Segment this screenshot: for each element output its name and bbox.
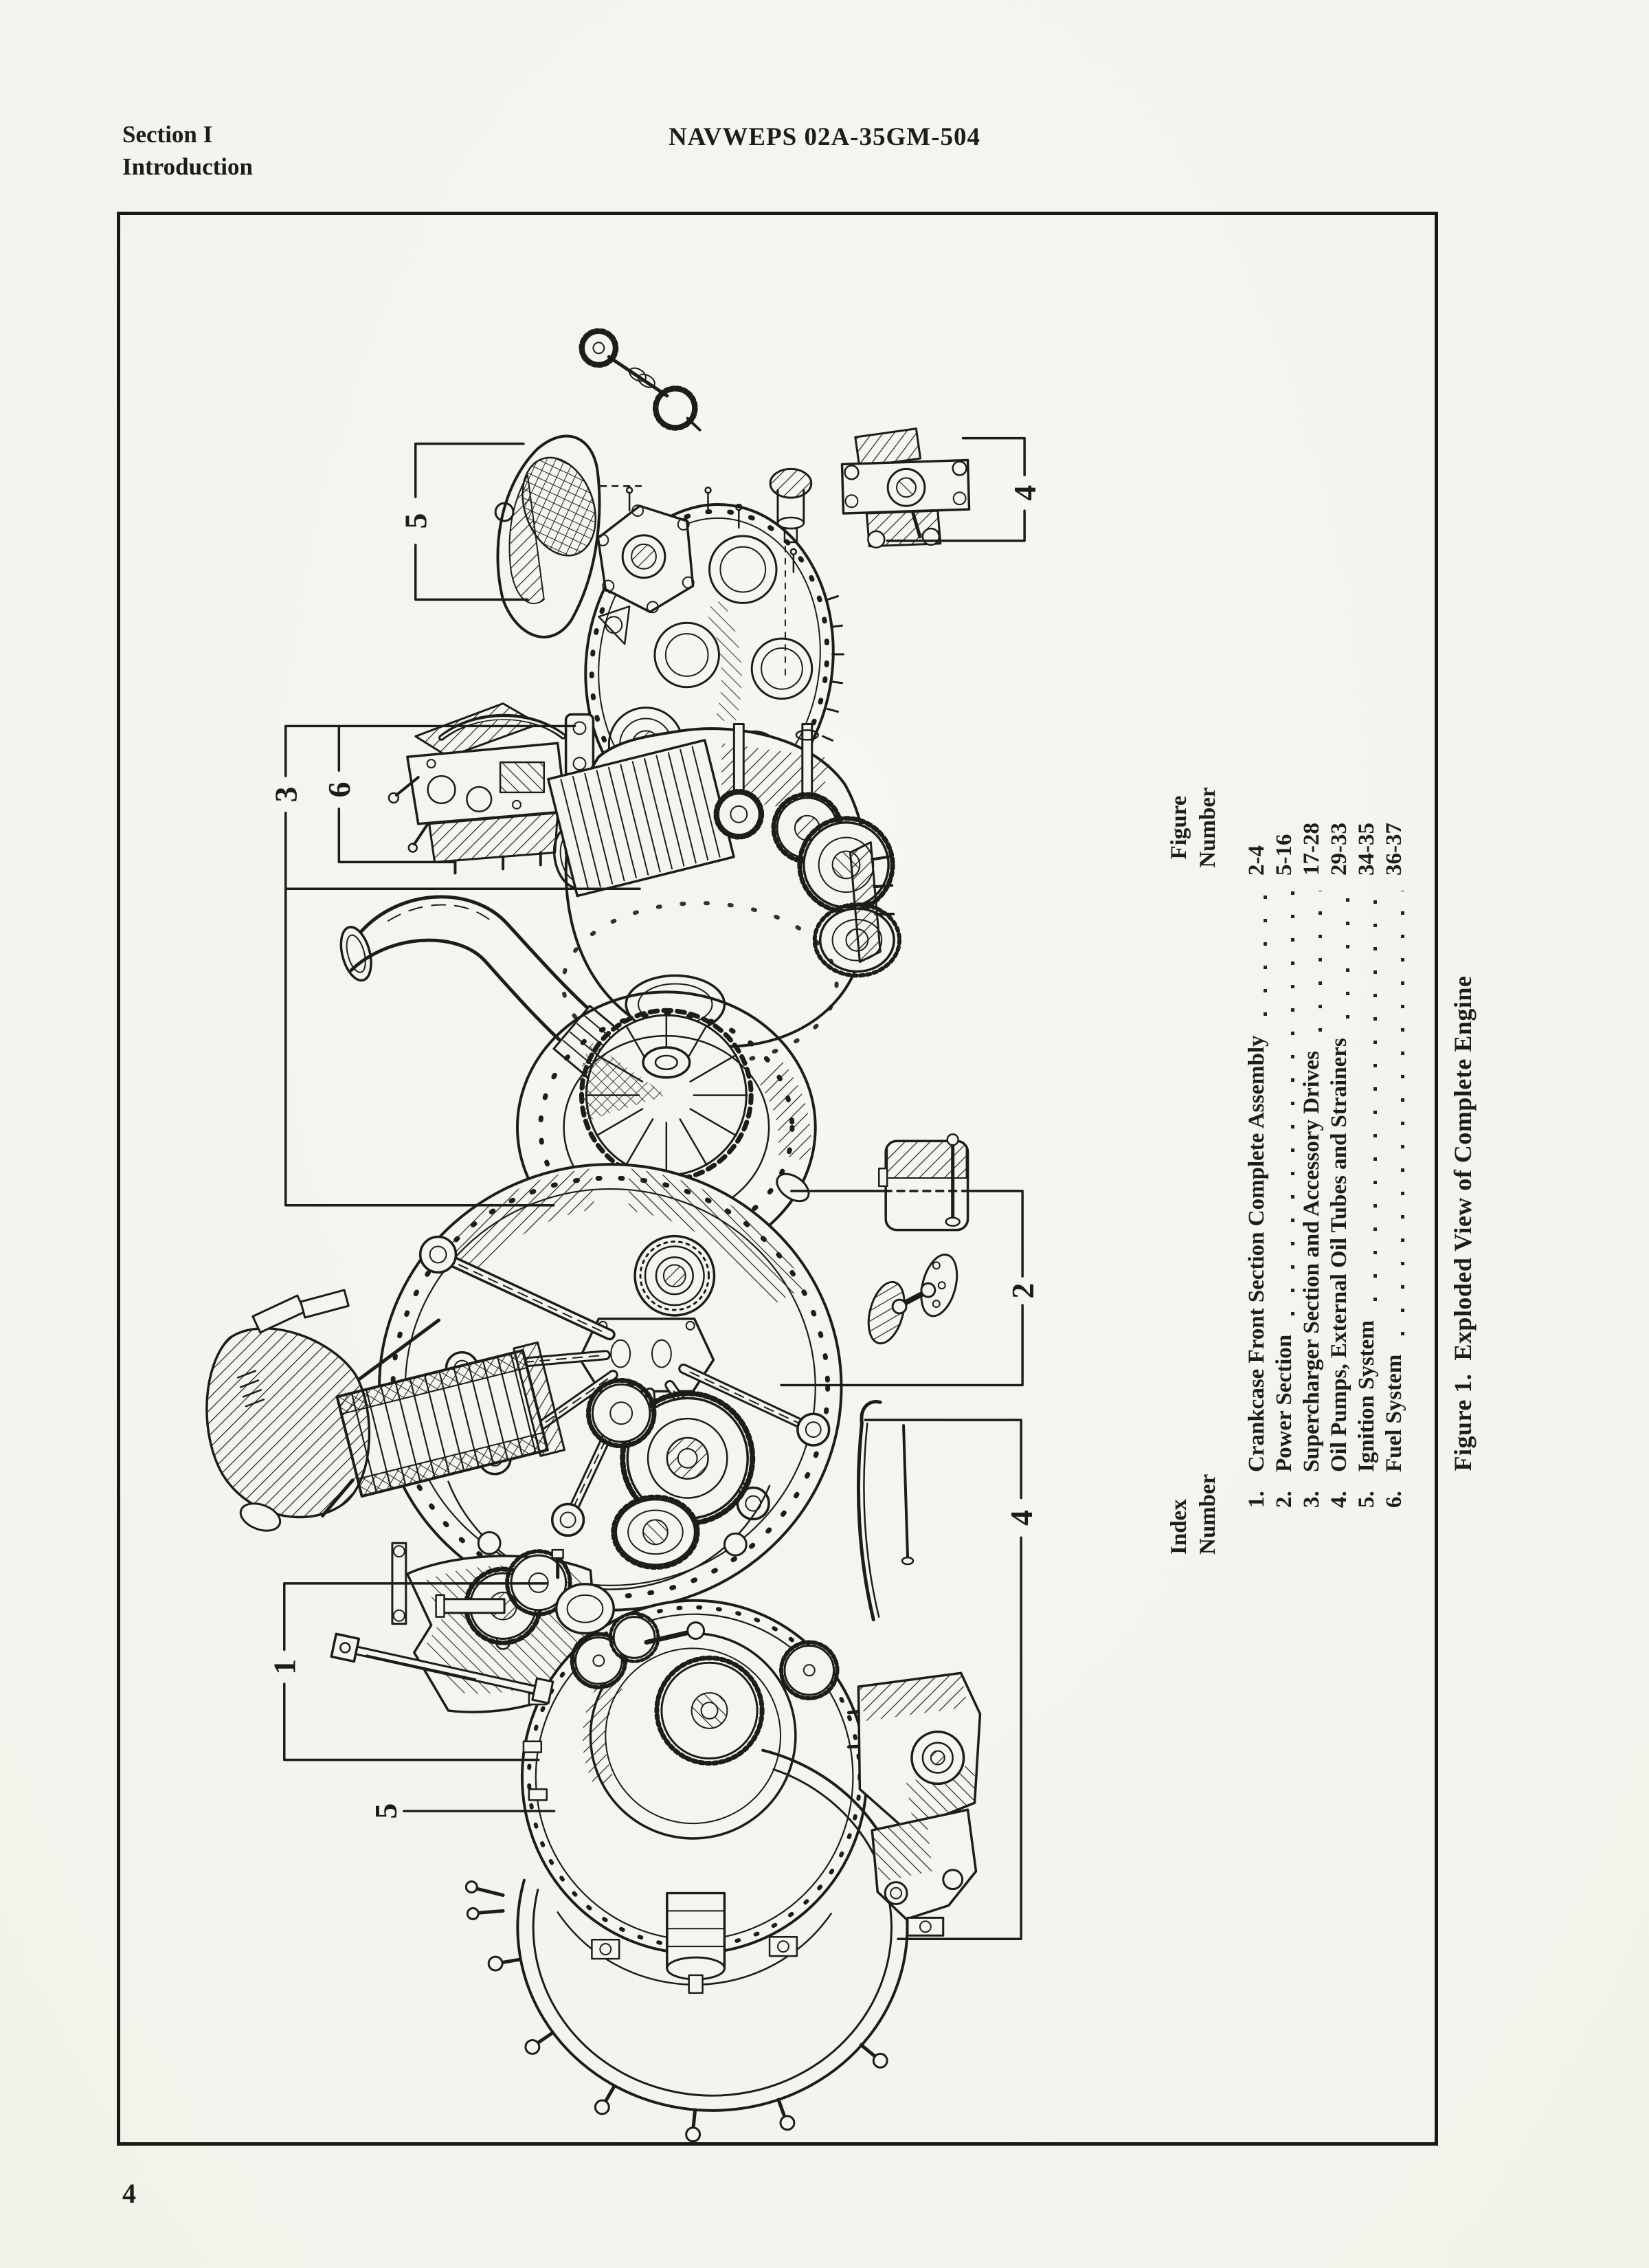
index-item: 5. Ignition System 34-35 xyxy=(1354,756,1382,1698)
oil-pump-lower xyxy=(857,1400,982,1937)
item-label: Supercharger Section and Accessory Drive… xyxy=(1299,1051,1324,1472)
item-figure-range: 5-16 xyxy=(1272,834,1297,876)
figure-caption: Figure 1. Exploded View of Complete Engi… xyxy=(1449,975,1477,1471)
index-item: 3. Supercharger Section and Accessory Dri… xyxy=(1299,756,1327,1698)
item-label: Ignition System xyxy=(1354,1320,1379,1472)
bracket-6 xyxy=(337,724,455,864)
item-label: Crankcase Front Section Complete Assembl… xyxy=(1244,1035,1269,1472)
callout-6-label: 6 xyxy=(322,782,357,798)
supercharger-case xyxy=(547,722,902,1067)
crankshaft-bearing xyxy=(633,1234,716,1317)
filler-plug xyxy=(769,467,813,680)
item-number: 6. xyxy=(1382,1491,1406,1508)
callout-4-bottom-label: 4 xyxy=(1004,1510,1039,1526)
dot-leader xyxy=(1361,889,1382,1303)
page-number: 4 xyxy=(122,2178,136,2209)
callout-3-label: 3 xyxy=(269,786,304,802)
rocker-cover-and-bearings xyxy=(867,1133,969,1345)
item-number: 3. xyxy=(1299,1491,1324,1508)
item-figure-range: 29-33 xyxy=(1327,823,1351,876)
engine-exploded-drawing: 5 4 3 6 2 1 4 5 xyxy=(205,328,1042,2142)
callout-5-bottom-label: 5 xyxy=(368,1803,403,1819)
item-figure-range: 17-28 xyxy=(1299,823,1324,876)
thrust-drum xyxy=(666,1891,726,1994)
dot-leader xyxy=(1334,889,1354,1021)
harness-clamps xyxy=(464,1880,505,1920)
section-subtitle: Introduction xyxy=(122,153,253,180)
callout-5-top-label: 5 xyxy=(399,513,434,529)
impeller xyxy=(579,1008,754,1183)
dot-leader xyxy=(1251,889,1272,1018)
bracket-2 xyxy=(780,1190,1024,1387)
dot-leader xyxy=(1389,889,1409,1337)
item-number: 5. xyxy=(1354,1491,1379,1508)
bracket-3 xyxy=(284,724,641,1207)
master-rod xyxy=(418,1235,616,1341)
bracket-5-top xyxy=(414,442,529,601)
document-number: NAVWEPS 02A-35GM-504 xyxy=(668,123,981,151)
case-studs xyxy=(625,487,798,573)
intake-elbow xyxy=(339,895,628,1081)
bracket-4-top xyxy=(886,436,1026,542)
index-item: 2. Power Section 5-16 xyxy=(1272,756,1299,1698)
item-figure-range: 34-35 xyxy=(1354,823,1379,876)
section-title: Section I xyxy=(122,121,213,148)
callout-1-label: 1 xyxy=(267,1659,302,1675)
index-item: 1. Crankcase Front Section Complete Assem… xyxy=(1244,756,1272,1698)
front-crankcase xyxy=(520,1599,889,1994)
oil-pump-upper xyxy=(840,427,971,549)
item-label: Oil Pumps, External Oil Tubes and Strain… xyxy=(1327,1038,1351,1472)
ignition-harness-ring xyxy=(464,1748,909,2142)
callout-2-label: 2 xyxy=(1005,1283,1040,1299)
cylinder-assembly xyxy=(205,1289,566,1532)
cam-drive-gears xyxy=(391,1377,756,1645)
ignition-cover xyxy=(494,434,601,638)
index-item: 4. Oil Pumps, External Oil Tubes and Stra… xyxy=(1327,756,1354,1698)
item-figure-range: 2-4 xyxy=(1244,845,1269,876)
bracket-4-bottom xyxy=(864,1419,1022,1940)
item-label: Power Section xyxy=(1272,1334,1297,1472)
item-number: 1. xyxy=(1244,1491,1269,1508)
callout-brackets xyxy=(283,436,1026,1940)
item-number: 4. xyxy=(1327,1491,1351,1508)
propeller-shaft xyxy=(330,1632,554,1704)
callout-4-top-label: 4 xyxy=(1007,485,1042,501)
item-number: 2. xyxy=(1272,1491,1297,1508)
index-item: 6. Fuel System 36-37 xyxy=(1382,756,1409,1698)
item-figure-range: 36-37 xyxy=(1382,823,1406,876)
section-heading: Section I Introduction xyxy=(122,118,253,183)
index-rows: 1. Crankcase Front Section Complete Assem… xyxy=(1244,756,1409,1698)
accessory-shaft-parts xyxy=(579,328,702,432)
dot-leader xyxy=(1306,889,1327,1034)
oil-cooler-fins xyxy=(547,739,735,898)
bracket-1 xyxy=(283,1582,549,1761)
item-label: Fuel System xyxy=(1382,1354,1406,1472)
dot-leader xyxy=(1279,889,1299,1317)
